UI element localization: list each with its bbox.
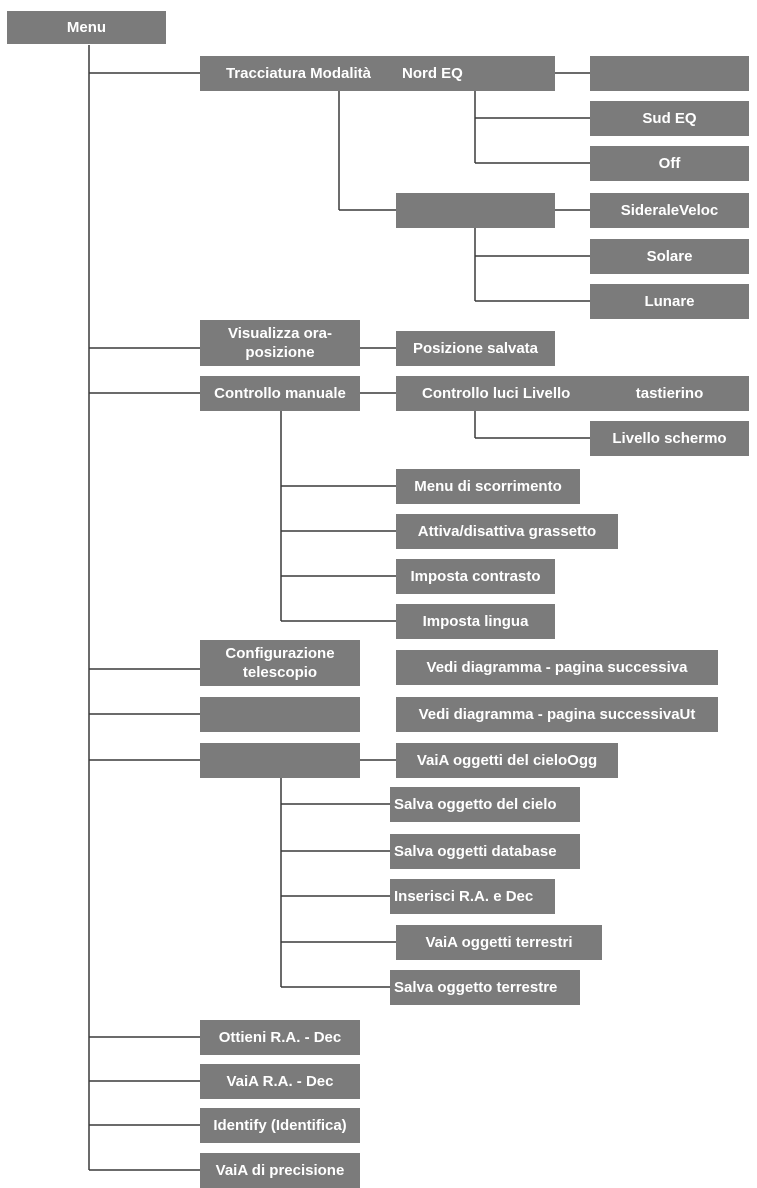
ottieni-node[interactable]: Ottieni R.A. - Dec xyxy=(200,1020,360,1055)
siderale-node[interactable]: SideraleVeloc xyxy=(590,193,749,228)
grassetto-node[interactable]: Attiva/disattiva grassetto xyxy=(396,514,618,549)
configurazione-node[interactable]: Configurazione telescopio xyxy=(200,640,360,686)
visualizza-node[interactable]: Visualizza ora-posizione xyxy=(200,320,360,366)
salva-terrestre-node[interactable]: Salva oggetto terrestre xyxy=(390,970,580,1005)
livello-schermo-node[interactable]: Livello schermo xyxy=(590,421,749,456)
blank-objects-node[interactable] xyxy=(200,743,360,778)
vedi-diagramma-1-node[interactable]: Vedi diagramma - pagina successiva xyxy=(396,650,718,685)
posizione-salvata-node[interactable]: Posizione salvata xyxy=(396,331,555,366)
sud-eq-node[interactable]: Sud EQ xyxy=(590,101,749,136)
lunare-node[interactable]: Lunare xyxy=(590,284,749,319)
solare-node[interactable]: Solare xyxy=(590,239,749,274)
vaia-radec-node[interactable]: VaiA R.A. - Dec xyxy=(200,1064,360,1099)
lingua-node[interactable]: Imposta lingua xyxy=(396,604,555,639)
blank-top-node[interactable] xyxy=(590,56,749,91)
blank-mid-node[interactable] xyxy=(200,697,360,732)
nord-eq-node[interactable]: Nord EQ xyxy=(396,56,555,91)
salva-cielo-node[interactable]: Salva oggetto del cielo xyxy=(390,787,580,822)
blank-rate-node[interactable] xyxy=(396,193,555,228)
vaia-cielo-node[interactable]: VaiA oggetti del cieloOgg xyxy=(396,743,618,778)
tracciatura-node[interactable]: Tracciatura Modalità xyxy=(200,56,397,91)
off-node[interactable]: Off xyxy=(590,146,749,181)
vaia-precisione-node[interactable]: VaiA di precisione xyxy=(200,1153,360,1188)
vaia-terrestri-node[interactable]: VaiA oggetti terrestri xyxy=(396,925,602,960)
vedi-diagramma-2-node[interactable]: Vedi diagramma - pagina successivaUt xyxy=(396,697,718,732)
inserisci-node[interactable]: Inserisci R.A. e Dec xyxy=(390,879,555,914)
identify-node[interactable]: Identify (Identifica) xyxy=(200,1108,360,1143)
controllo-luci-node[interactable]: Controllo luci Livello xyxy=(396,376,592,411)
controllo-manuale-node[interactable]: Controllo manuale xyxy=(200,376,360,411)
menu-scorrimento-node[interactable]: Menu di scorrimento xyxy=(396,469,580,504)
tastierino-node[interactable]: tastierino xyxy=(590,376,749,411)
menu-root[interactable]: Menu xyxy=(7,11,166,44)
salva-database-node[interactable]: Salva oggetti database xyxy=(390,834,580,869)
contrasto-node[interactable]: Imposta contrasto xyxy=(396,559,555,594)
